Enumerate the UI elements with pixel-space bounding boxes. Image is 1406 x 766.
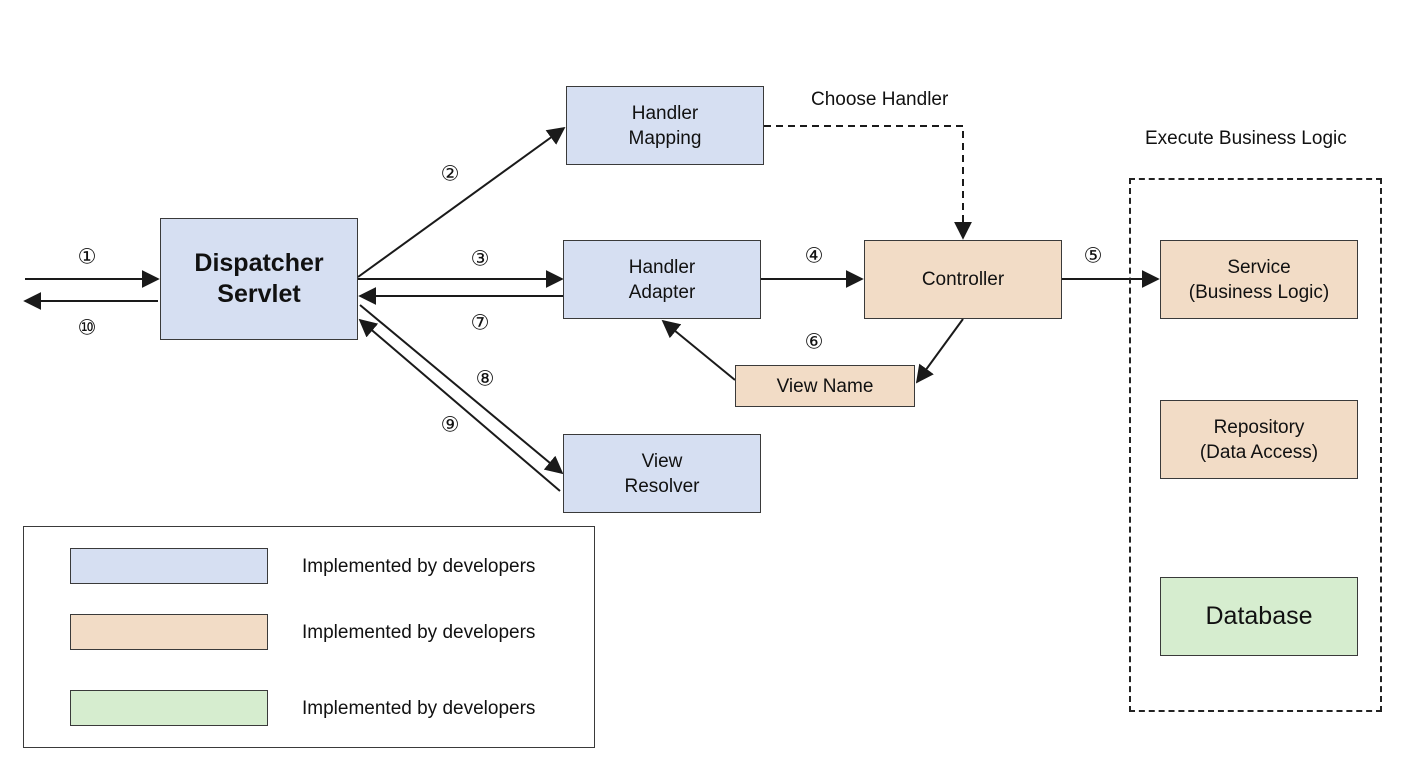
legend-swatch-green [70,690,268,726]
legend-swatch-blue [70,548,268,584]
legend-label-tan: Implemented by developers [302,622,536,643]
step-8: ⑧ [475,367,495,391]
arrow-choose-handler [764,125,972,240]
legend-label-green: Implemented by developers [302,698,536,719]
step-9: ⑨ [440,413,460,437]
step-10: ⑩ [77,316,97,340]
legend-label-blue: Implemented by developers [302,556,536,577]
step-5: ⑤ [1083,244,1103,268]
step-6: ⑥ [804,330,824,354]
arrow-to-view-resolver [359,304,564,475]
database-node: Database [1160,577,1358,656]
repository-node: Repository (Data Access) [1160,400,1358,479]
handler-mapping-node: Handler Mapping [566,86,764,165]
view-name-node: View Name [735,365,915,407]
arrow-view-name-to-adapter [661,319,736,381]
arrow-to-handler-mapping [357,126,566,278]
step-2: ② [440,162,460,186]
step-1: ① [77,245,97,269]
step-3: ③ [470,247,490,271]
arrow-view-resolver-to-dispatcher [358,318,561,492]
execute-business-logic-label: Execute Business Logic [1145,128,1347,149]
service-node: Service (Business Logic) [1160,240,1358,319]
arrow-controller-to-view-name [915,318,964,384]
business-logic-group-frame [1129,178,1382,712]
controller-node: Controller [864,240,1062,319]
legend-swatch-tan [70,614,268,650]
handler-adapter-node: Handler Adapter [563,240,761,319]
step-7: ⑦ [470,311,490,335]
legend [23,526,595,748]
view-resolver-node: View Resolver [563,434,761,513]
choose-handler-label: Choose Handler [811,89,949,110]
dispatcher-servlet-node: Dispatcher Servlet [160,218,358,340]
step-4: ④ [804,244,824,268]
